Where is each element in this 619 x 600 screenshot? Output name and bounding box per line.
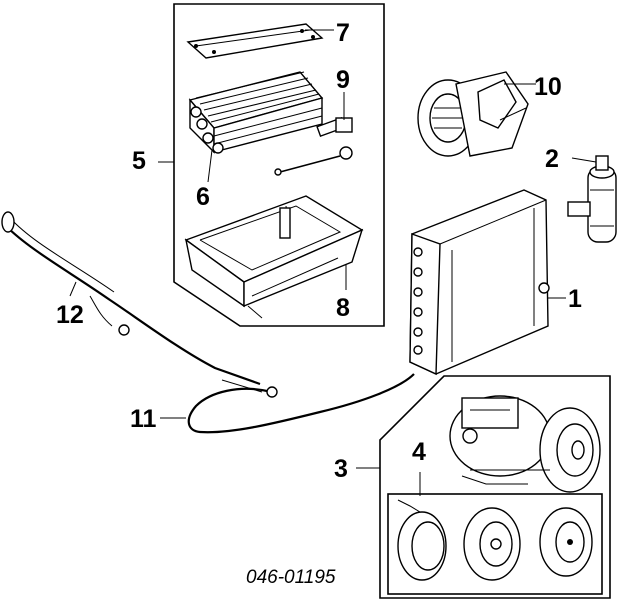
suction-hose bbox=[187, 373, 415, 434]
callout-2: 2 bbox=[545, 145, 559, 173]
evaporator-core bbox=[188, 71, 324, 154]
blower-motor bbox=[417, 71, 529, 157]
evaporator-cover-plate bbox=[186, 23, 324, 59]
callout-4: 4 bbox=[412, 438, 426, 466]
callout-1: 1 bbox=[568, 285, 582, 313]
compressor bbox=[449, 395, 601, 493]
callout-6: 6 bbox=[196, 183, 210, 211]
callout-12: 12 bbox=[56, 301, 84, 329]
receiver-drier bbox=[567, 155, 617, 243]
callout-11: 11 bbox=[130, 405, 157, 433]
discharge-hose bbox=[1, 211, 261, 386]
condenser bbox=[409, 189, 550, 376]
callout-5: 5 bbox=[132, 147, 146, 175]
evaporator-housing bbox=[184, 195, 364, 319]
compressor-clutch bbox=[397, 499, 593, 581]
callout-10: 10 bbox=[534, 73, 562, 101]
callout-8: 8 bbox=[336, 294, 350, 322]
callout-9: 9 bbox=[336, 66, 350, 94]
callout-7: 7 bbox=[336, 19, 350, 47]
callout-3: 3 bbox=[334, 455, 348, 483]
compressor-group-box bbox=[379, 375, 611, 599]
evaporator-group-box bbox=[173, 3, 385, 327]
leader-lines bbox=[69, 29, 597, 496]
diagram-code: 046-01195 bbox=[246, 567, 336, 588]
